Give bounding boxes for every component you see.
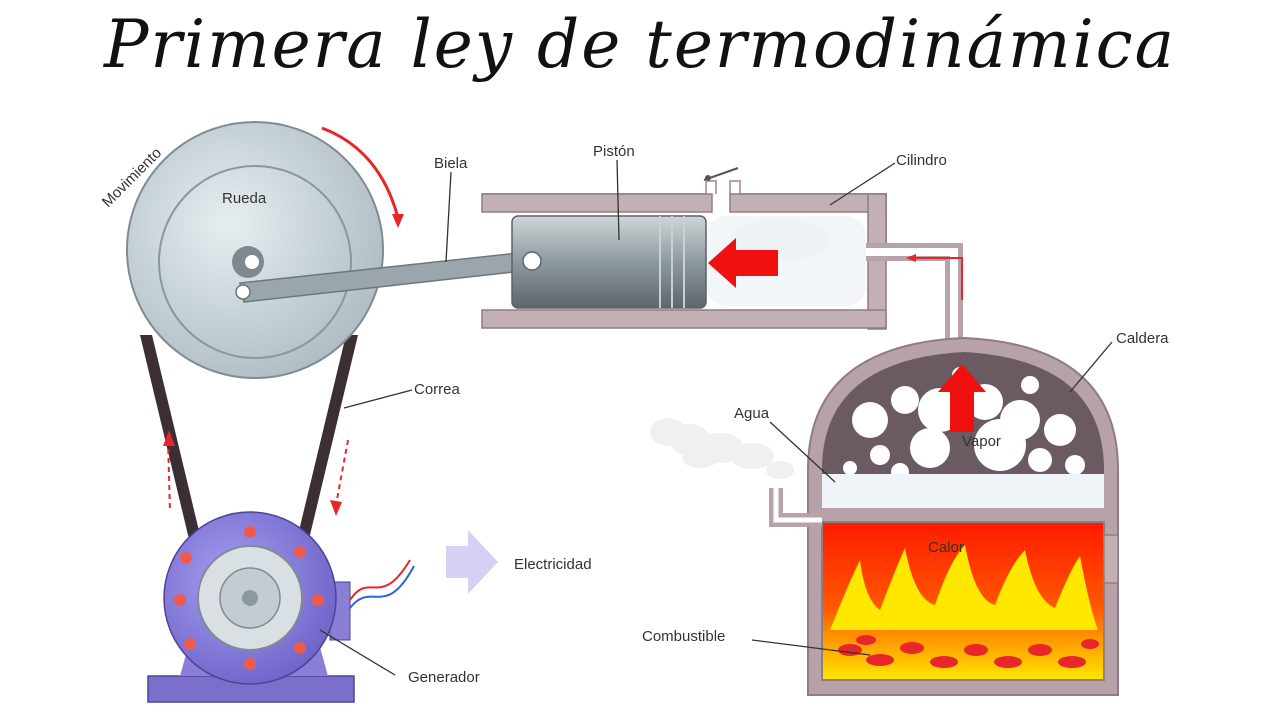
steam-pipe xyxy=(866,243,963,350)
belt xyxy=(140,335,358,585)
rotation-arrow xyxy=(321,126,404,228)
label-agua: Agua xyxy=(734,405,770,422)
label-correa: Correa xyxy=(414,381,461,398)
label-vapor: Vapor xyxy=(962,433,1001,450)
piston xyxy=(511,215,707,309)
steam-cloud xyxy=(650,418,794,479)
label-electricidad: Electricidad xyxy=(514,556,592,573)
cylinder xyxy=(481,167,887,330)
label-cilindro: Cilindro xyxy=(896,152,947,169)
label-rueda: Rueda xyxy=(222,190,267,207)
piston-force-arrow xyxy=(708,238,778,288)
label-caldera: Caldera xyxy=(1116,330,1169,347)
leader-lines xyxy=(319,159,1113,676)
boiler xyxy=(769,336,1119,696)
wheel xyxy=(126,121,384,379)
electricity-arrow xyxy=(446,530,498,594)
label-piston: Pistón xyxy=(593,143,635,160)
generator xyxy=(147,511,415,703)
vapor-up-arrow xyxy=(938,364,986,432)
diagram-title: Primera ley de termodinámica xyxy=(104,6,1176,83)
label-combustible: Combustible xyxy=(642,628,725,645)
label-calor: Calor xyxy=(928,539,964,556)
label-biela: Biela xyxy=(434,155,468,172)
label-generador: Generador xyxy=(408,669,480,686)
belt-arrows xyxy=(163,430,349,516)
